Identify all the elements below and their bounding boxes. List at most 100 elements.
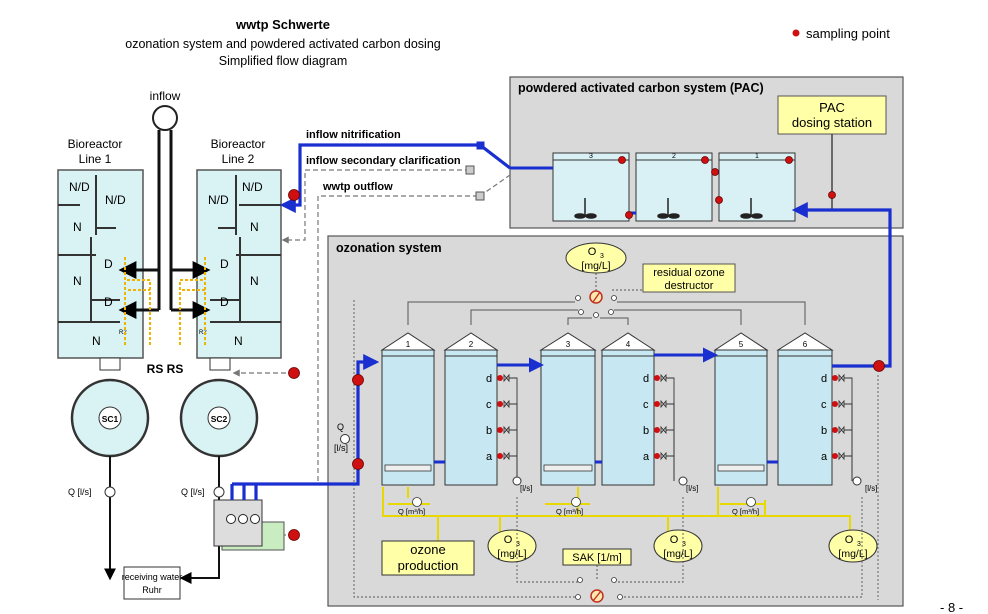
valve-icon [660,451,675,481]
svg-text:3: 3 [857,541,861,548]
svg-text:Ruhr: Ruhr [142,585,162,595]
pac-title: powdered activated carbon system (PAC) [518,81,764,95]
legend-label: sampling point [806,26,890,41]
sampling-port-label: a [486,451,493,463]
secondary-clarifier-2: SC2 [179,357,259,458]
flow-label-outflow: wwtp outflow [322,181,393,193]
bioreactor-line-1: Bioreactor Line 1 N/D N/D N N D D N R2 [57,137,144,359]
sampling-port-label: b [486,425,492,437]
svg-text:residual ozone: residual ozone [653,267,725,279]
receiving-water: receiving water Ruhr [122,566,183,600]
sampling-port-label: b [821,425,827,437]
pumping-station [213,499,285,551]
svg-text:3: 3 [589,153,593,160]
svg-text:N: N [92,334,101,348]
svg-text:N/D: N/D [105,193,126,207]
flow-label-secondary: inflow secondary clarification [306,155,461,167]
svg-text:4: 4 [626,340,631,349]
o3-indicator-2: O 3 [mg/L] [653,529,703,563]
svg-text:[l/s]: [l/s] [334,443,348,453]
title: wwtp Schwerte [235,17,330,32]
rs-label: RS RS [147,362,184,376]
sak-analyzer: SAK [1/m] [562,548,632,566]
pac-tank-1: 1 [718,152,796,222]
mixer-icons [574,198,763,219]
svg-text:O: O [504,534,513,546]
svg-text:2: 2 [469,340,474,349]
pac-station-line1: PAC [819,100,845,115]
sampling-points [288,156,885,541]
sampling-port-point [654,453,660,459]
svg-text:3: 3 [600,253,604,260]
svg-text:D: D [104,295,113,309]
svg-text:[l/s]: [l/s] [520,484,532,493]
svg-text:N/D: N/D [69,180,90,194]
sampling-port-point [497,401,503,407]
svg-text:N: N [73,220,82,234]
svg-text:R2: R2 [199,330,207,336]
svg-text:N: N [234,334,243,348]
bioreactor-line-2: Bioreactor Line 2 N/D N/D N N D D N R2 [196,137,282,359]
svg-text:receiving water: receiving water [122,572,183,582]
sampling-port-point [497,453,503,459]
svg-text:O: O [670,534,679,546]
sampling-port-label: c [643,399,649,411]
ozone-production: ozone production [381,540,475,576]
sampling-port-label: d [643,373,649,385]
ozone-column-1: 1 [380,332,436,486]
svg-text:Bioreactor: Bioreactor [211,137,266,151]
svg-text:[mg/L]: [mg/L] [497,548,526,560]
sampling-port-label: a [643,451,650,463]
ozonation-system: ozonation system O 3 [mg/L] residual ozo… [327,235,904,607]
svg-text:ozone: ozone [410,542,445,557]
pac-tank-3: 3 [552,152,630,222]
svg-text:N: N [250,220,259,234]
svg-text:destructor: destructor [665,280,714,292]
ozonation-title: ozonation system [336,241,442,255]
pac-station-line2: dosing station [792,115,872,130]
inflow: inflow RS RS [118,89,211,376]
svg-text:SAK [1/m]: SAK [1/m] [572,552,622,564]
sampling-port-point [654,427,660,433]
sampling-port-point [654,401,660,407]
ozone-column-3: 3 [539,332,597,486]
svg-text:Line 1: Line 1 [79,152,112,166]
ozone-column-4: 4 [600,332,656,486]
sampling-port-point [832,401,838,407]
svg-text:Q [m³/h]: Q [m³/h] [556,507,583,516]
svg-text:1: 1 [406,340,411,349]
svg-text:3: 3 [682,541,686,548]
ozone-gas-lines [382,487,851,541]
svg-text:SC1: SC1 [102,414,119,424]
sampling-port-point [832,375,838,381]
svg-text:D: D [220,295,229,309]
ozone-column-6: 6 [776,332,834,486]
sampling-port-point [497,375,503,381]
sampling-port-point [654,375,660,381]
sampling-port-label: c [486,399,492,411]
svg-text:Q [m³/h]: Q [m³/h] [398,507,425,516]
svg-text:Line 2: Line 2 [222,152,255,166]
svg-text:[mg/L]: [mg/L] [663,548,692,560]
sampling-port-label: c [821,399,827,411]
svg-text:O: O [588,246,597,258]
valve-icon [838,451,853,481]
o3-top-indicator: O 3 [mg/L] [565,242,627,274]
ozone-column-5: 5 [713,332,769,486]
page-number: - 8 - [940,600,963,614]
ozone-column-2: 2 [443,332,499,486]
svg-text:Q [l/s]: Q [l/s] [181,487,205,497]
svg-text:R2: R2 [119,330,127,336]
svg-text:production: production [398,558,459,573]
svg-text:5: 5 [739,340,744,349]
svg-text:Q [l/s]: Q [l/s] [68,487,92,497]
svg-text:3: 3 [516,541,520,548]
svg-text:6: 6 [803,340,808,349]
svg-text:[mg/L]: [mg/L] [581,260,610,272]
sampling-port-point [497,427,503,433]
header: wwtp Schwerte ozonation system and powde… [125,17,441,68]
diffuser-icons [384,464,765,472]
svg-text:[l/s]: [l/s] [686,484,698,493]
